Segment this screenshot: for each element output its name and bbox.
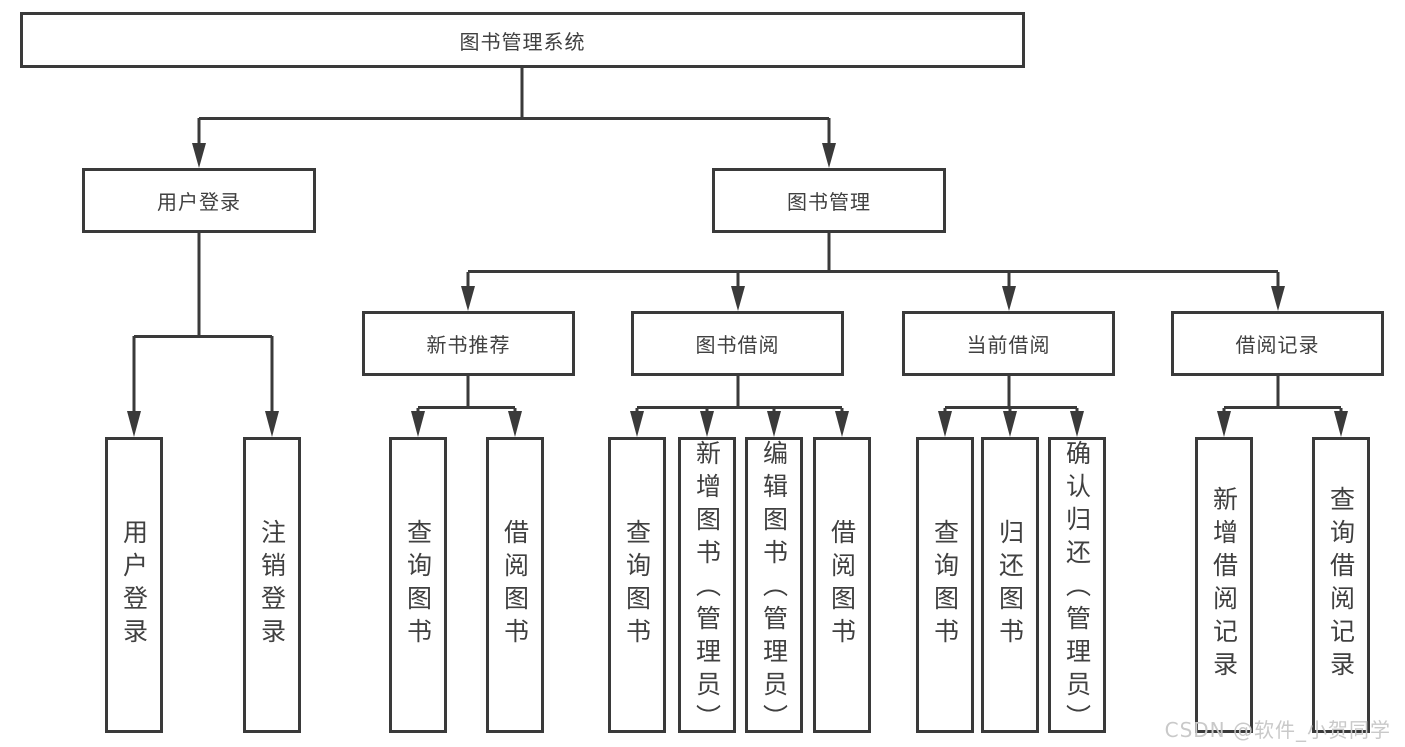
node-book-management: 图书管理 [712, 168, 946, 233]
node-system-root: 图书管理系统 [20, 12, 1025, 68]
node-leaf-borrow-books-recommend: 借阅图书 [486, 437, 544, 733]
node-leaf-query-borrow-record: 查询借阅记录 [1312, 437, 1370, 733]
node-borrowing-records: 借阅记录 [1171, 311, 1384, 376]
node-leaf-confirm-return-admin: 确认归还（管理员） [1048, 437, 1106, 737]
arrowheads [127, 143, 1348, 437]
node-leaf-borrow-books: 借阅图书 [813, 437, 871, 733]
node-leaf-add-book-admin: 新增图书（管理员） [678, 437, 736, 737]
node-leaf-query-books-recommend: 查询图书 [389, 437, 447, 733]
csdn-watermark: CSDN @软件_小贺同学 [1164, 718, 1391, 742]
node-leaf-add-borrow-record: 新增借阅记录 [1195, 437, 1253, 733]
node-new-book-recommend: 新书推荐 [362, 311, 575, 376]
node-leaf-user-login: 用户登录 [105, 437, 163, 733]
node-leaf-logout: 注销登录 [243, 437, 301, 733]
node-leaf-query-books-borrow: 查询图书 [608, 437, 666, 733]
node-book-borrowing: 图书借阅 [631, 311, 844, 376]
node-user-login: 用户登录 [82, 168, 316, 233]
node-current-borrowing: 当前借阅 [902, 311, 1115, 376]
node-leaf-return-book: 归还图书 [981, 437, 1039, 733]
node-leaf-edit-book-admin: 编辑图书（管理员） [745, 437, 803, 737]
node-leaf-query-books-current: 查询图书 [916, 437, 974, 733]
